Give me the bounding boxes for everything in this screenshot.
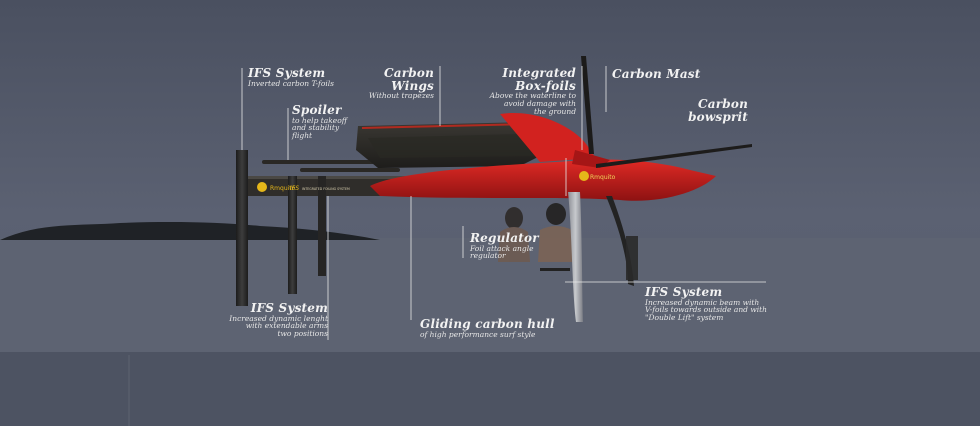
label-title: Carbon Mast (612, 67, 701, 81)
label-subtitle: flight (292, 131, 313, 141)
brand-logo: Rmquito IFS INTEGRATED FOILING SYSTEM (257, 182, 350, 192)
label-title: Regulator (470, 231, 539, 245)
label-title: Gliding carbon hull (420, 317, 555, 331)
label-subtitle: Increased dynamic beam with (645, 297, 760, 307)
label-carbon-wings: Carbon Wings Without trapezes (360, 67, 434, 100)
passengers (498, 203, 574, 262)
brand-tagline: INTEGRATED FOILING SYSTEM (302, 187, 350, 191)
label-subtitle: Without trapezes (368, 91, 434, 101)
label-subtitle: Increased dynamic lenght (229, 313, 328, 323)
label-title: Carbon (384, 66, 434, 80)
label-title: Wings (391, 78, 434, 93)
label-title: Spoiler (292, 103, 342, 117)
bottom-band (0, 352, 980, 426)
label-ifs-system-top: IFS System Inverted carbon T-foils (248, 67, 334, 87)
label-title: Carbon bowsprit (688, 97, 748, 124)
label-subtitle: regulator (470, 251, 506, 261)
sea-surface (0, 238, 980, 352)
hull-logo: Rmquito (579, 171, 616, 181)
left-strut-rear (236, 150, 248, 306)
label-gliding-carbon-hull: Gliding carbon hull of high performance … (420, 318, 555, 338)
label-subtitle: two positions (277, 329, 328, 339)
label-ifs-system-right: IFS System Increased dynamic beam with V… (645, 286, 767, 322)
label-integrated-box-foils: Integrated Box-foils Above the waterline… (482, 67, 576, 116)
label-carbon-mast: Carbon Mast (612, 68, 701, 81)
hull-logo-text: Rmquito (590, 174, 616, 181)
label-subtitle: to help takeoff (292, 115, 348, 125)
island-silhouette (0, 222, 380, 240)
box-foil-bow (500, 112, 596, 162)
carbon-bowsprit (596, 144, 752, 168)
label-title: Box-foils (515, 78, 576, 93)
label-subtitle: avoid damage with (504, 99, 576, 109)
label-title: IFS System (248, 66, 326, 80)
left-strut-front (288, 176, 297, 294)
label-subtitle: the ground (533, 106, 576, 116)
label-subtitle: V-foils towards outside and with (645, 305, 768, 315)
red-hull (370, 159, 716, 201)
label-regulator: Regulator Foil attack angle regulator (470, 232, 539, 260)
label-subtitle: Foil attack angle (470, 243, 534, 253)
label-subtitle: of high performance surf style (420, 329, 536, 339)
label-title: IFS System (250, 301, 328, 315)
label-subtitle: Above the waterline to (489, 91, 576, 101)
label-carbon-bowsprit: Carbon bowsprit (640, 98, 748, 123)
brand-logo-text: Rmquito (270, 185, 296, 192)
label-subtitle: with extendable arms (245, 321, 328, 331)
label-subtitle: Inverted carbon T-foils (248, 78, 334, 88)
label-title: Integrated (502, 66, 576, 80)
label-subtitle: and stability (292, 123, 340, 133)
label-ifs-system-left: IFS System Increased dynamic lenght with… (222, 302, 328, 338)
label-title: IFS System (645, 285, 723, 299)
right-foil-strut (568, 192, 583, 322)
label-spoiler: Spoiler to help takeoff and stability fl… (292, 104, 347, 140)
brand-model-text: IFS (290, 185, 299, 192)
callout-lines (241, 66, 766, 340)
label-subtitle: "Double Lift" system (645, 313, 724, 323)
carbon-mast (581, 56, 594, 154)
